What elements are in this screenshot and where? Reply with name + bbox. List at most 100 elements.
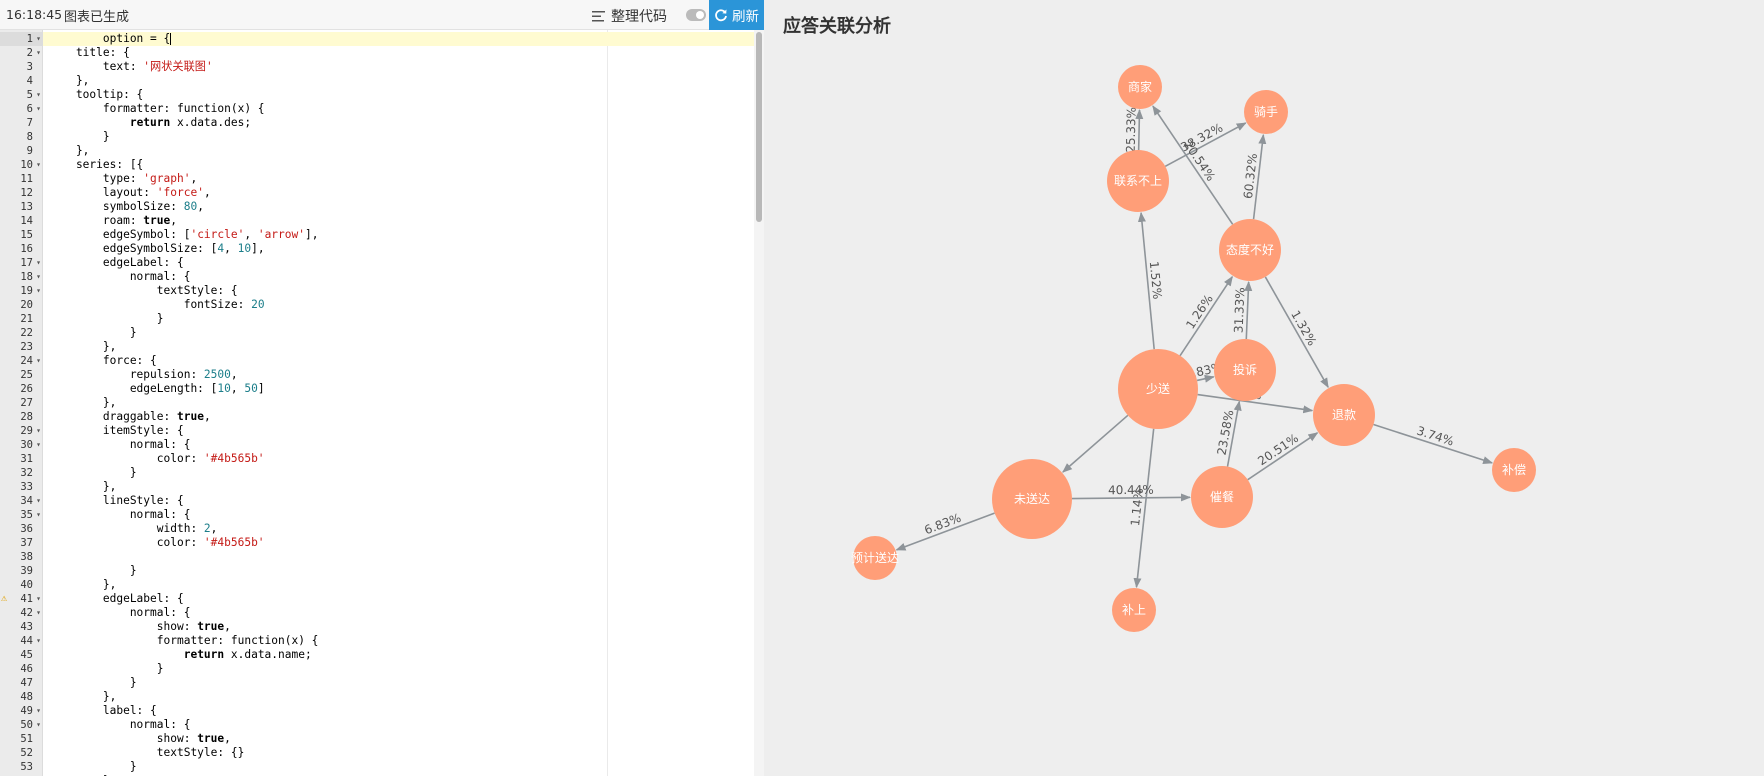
graph-node-tousu[interactable]: 投诉 (1214, 339, 1276, 401)
graph-edge[interactable] (1226, 400, 1242, 467)
fold-toggle-icon[interactable]: ▾ (36, 286, 41, 295)
code-line[interactable]: itemStyle: { (43, 424, 754, 438)
fold-toggle-icon[interactable]: ▾ (36, 706, 41, 715)
scrollbar-thumb[interactable] (756, 32, 762, 222)
code-line[interactable]: repulsion: 2500, (43, 368, 754, 382)
code-line[interactable]: fontSize: 20 (43, 298, 754, 312)
code-line[interactable]: }, (43, 340, 754, 354)
code-line[interactable]: layout: 'force', (43, 186, 754, 200)
editor-scrollbar[interactable] (754, 30, 764, 776)
code-line[interactable]: draggable: true, (43, 410, 754, 424)
code-line[interactable]: }, (43, 144, 754, 158)
code-line[interactable]: type: 'graph', (43, 172, 754, 186)
code-line[interactable]: edgeLabel: { (43, 592, 754, 606)
code-line[interactable]: normal: { (43, 438, 754, 452)
graph-node-qishou[interactable]: 骑手 (1244, 90, 1288, 134)
fold-toggle-icon[interactable]: ▾ (36, 594, 41, 603)
graph-node-lianxibushang[interactable]: 联系不上 (1107, 150, 1169, 212)
fold-toggle-icon[interactable]: ▾ (36, 104, 41, 113)
code-line[interactable]: textStyle: {} (43, 746, 754, 760)
graph-edge[interactable] (1071, 493, 1192, 502)
node-circle[interactable] (1118, 65, 1162, 109)
code-line[interactable]: show: true, (43, 620, 754, 634)
code-line[interactable]: series: [{ (43, 158, 754, 172)
code-line[interactable]: textStyle: { (43, 284, 754, 298)
code-line[interactable]: formatter: function(x) { (43, 102, 754, 116)
refresh-button[interactable]: 刷新 (709, 0, 764, 30)
fold-toggle-icon[interactable]: ▾ (36, 34, 41, 43)
code-line[interactable]: tooltip: { (43, 88, 754, 102)
fold-toggle-icon[interactable]: ▾ (36, 608, 41, 617)
graph-node-yujisongda[interactable]: 预计送达 (851, 536, 899, 580)
node-circle[interactable] (1214, 339, 1276, 401)
graph-node-shangjia[interactable]: 商家 (1118, 65, 1162, 109)
code-line[interactable]: width: 2, (43, 522, 754, 536)
code-line[interactable]: } (43, 564, 754, 578)
node-circle[interactable] (1313, 384, 1375, 446)
graph-node-taidubuhao[interactable]: 态度不好 (1219, 219, 1281, 281)
node-circle[interactable] (1107, 150, 1169, 212)
graph-node-bushang[interactable]: 补上 (1112, 588, 1156, 632)
graph-edge[interactable] (1179, 275, 1234, 357)
code-line[interactable]: normal: { (43, 508, 754, 522)
node-circle[interactable] (1219, 219, 1281, 281)
code-line[interactable]: } (43, 760, 754, 774)
code-line[interactable]: edgeLabel: { (43, 256, 754, 270)
code-line[interactable]: lineStyle: { (43, 494, 754, 508)
code-line[interactable]: roam: true, (43, 214, 754, 228)
relation-graph[interactable]: 25.33%38.32%20.54%60.32%1.52%1.26%31.33%… (764, 0, 1764, 776)
code-line[interactable]: }, (43, 74, 754, 88)
graph-edge[interactable] (1244, 280, 1253, 340)
code-line[interactable]: } (43, 466, 754, 480)
code-line[interactable]: edgeLength: [10, 50] (43, 382, 754, 396)
graph-node-shaosong[interactable]: 少送 (1118, 349, 1198, 429)
code-line[interactable]: symbolSize: 80, (43, 200, 754, 214)
node-circle[interactable] (1112, 588, 1156, 632)
code-line[interactable]: normal: { (43, 718, 754, 732)
code-line[interactable]: option = { (43, 32, 754, 46)
graph-node-weisongda[interactable]: 未送达 (992, 459, 1072, 539)
fold-toggle-icon[interactable]: ▾ (36, 356, 41, 365)
graph-node-buchang[interactable]: 补偿 (1492, 448, 1536, 492)
code-line[interactable]: edgeSymbolSize: [4, 10], (43, 242, 754, 256)
fold-toggle-icon[interactable]: ▾ (36, 426, 41, 435)
fold-toggle-icon[interactable]: ▾ (36, 258, 41, 267)
graph-edge[interactable] (1196, 374, 1215, 383)
graph-edge[interactable] (1373, 423, 1494, 464)
fold-toggle-icon[interactable]: ▾ (36, 720, 41, 729)
fold-toggle-icon[interactable]: ▾ (36, 636, 41, 645)
graph-edge[interactable] (1135, 108, 1144, 151)
code-line[interactable]: formatter: function(x) { (43, 634, 754, 648)
fold-toggle-icon[interactable]: ▾ (36, 48, 41, 57)
node-circle[interactable] (853, 536, 897, 580)
graph-edge[interactable] (1152, 105, 1234, 225)
code-line[interactable]: }, (43, 578, 754, 592)
code-line[interactable]: } (43, 774, 754, 776)
node-circle[interactable] (1492, 448, 1536, 492)
code-line[interactable]: force: { (43, 354, 754, 368)
auto-run-toggle[interactable] (686, 9, 706, 21)
code-line[interactable] (43, 550, 754, 564)
node-circle[interactable] (1244, 90, 1288, 134)
fold-toggle-icon[interactable]: ▾ (36, 496, 41, 505)
code-line[interactable]: } (43, 676, 754, 690)
code-area[interactable]: option = { title: { text: '网状关联图' }, too… (43, 30, 754, 776)
code-line[interactable]: } (43, 662, 754, 676)
code-line[interactable]: color: '#4b565b' (43, 536, 754, 550)
code-line[interactable]: return x.data.name; (43, 648, 754, 662)
graph-edge[interactable] (1264, 276, 1329, 389)
code-line[interactable]: edgeSymbol: ['circle', 'arrow'], (43, 228, 754, 242)
graph-node-tuikuan[interactable]: 退款 (1313, 384, 1375, 446)
warning-icon[interactable]: ⚠ (1, 593, 8, 604)
graph-edge[interactable] (1164, 122, 1247, 167)
fold-toggle-icon[interactable]: ▾ (36, 440, 41, 449)
graph-edge[interactable] (1133, 428, 1155, 589)
graph-edge[interactable] (1247, 432, 1319, 481)
code-line[interactable]: return x.data.des; (43, 116, 754, 130)
format-code-button[interactable]: 整理代码 (592, 6, 667, 26)
fold-toggle-icon[interactable]: ▾ (36, 90, 41, 99)
code-line[interactable]: text: '网状关联图' (43, 60, 754, 74)
code-line[interactable]: show: true, (43, 732, 754, 746)
node-circle[interactable] (1118, 349, 1198, 429)
graph-edge[interactable] (895, 512, 995, 551)
